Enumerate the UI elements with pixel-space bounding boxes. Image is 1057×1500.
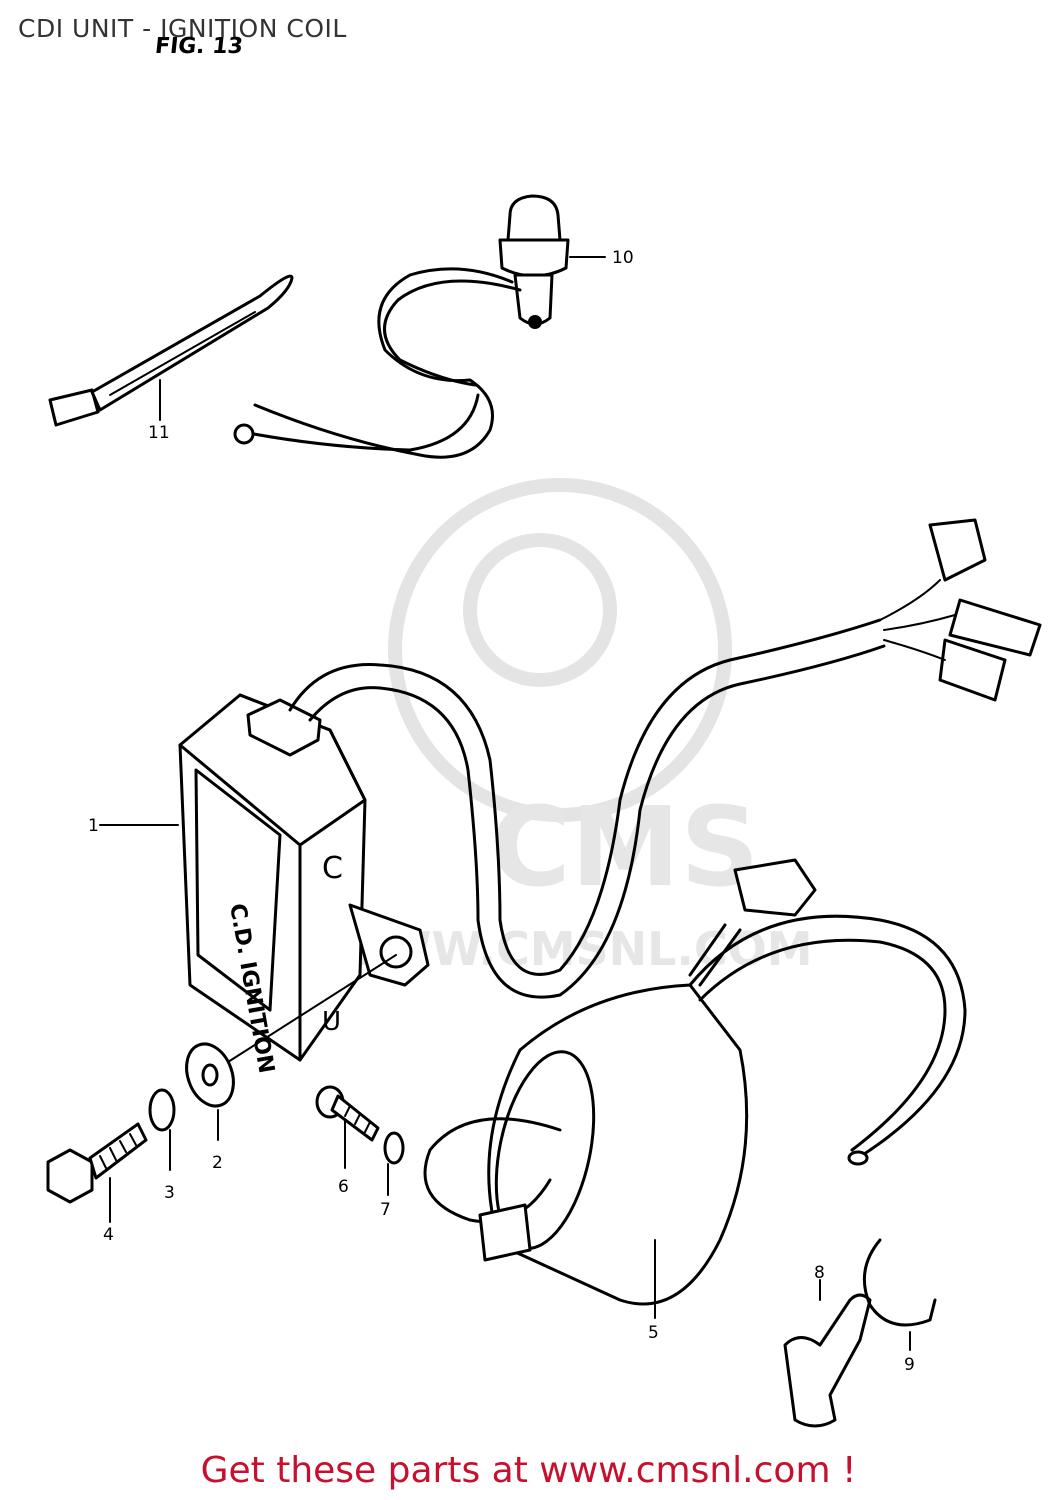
callout-5: 5 [648,1323,659,1343]
cdi-lower-letter: U [322,1007,341,1037]
part-7-small-washer[interactable] [383,1131,405,1196]
callout-numbers: 10 11 1 2 3 4 6 7 5 8 9 [88,248,915,1375]
callout-3: 3 [164,1183,175,1203]
diagram-title: CDI UNIT - IGNITION COIL [18,14,347,43]
leader-2-mount [227,954,397,1063]
part-3-lock-washer[interactable] [148,1088,176,1171]
cmsnl-watermark: CMS WWW.CMSNL.COM [330,478,813,976]
callout-2: 2 [212,1153,223,1173]
callout-8: 8 [814,1263,825,1283]
callout-10: 10 [612,248,634,268]
part-5-ignition-coil[interactable] [423,858,967,1319]
part-2-washer[interactable] [178,954,397,1141]
part-8-plug-cap[interactable] [783,1279,872,1428]
callout-6: 6 [338,1177,349,1197]
figure-label: FIG. 13 [153,34,245,59]
part-9-clip[interactable] [862,1238,937,1351]
callout-11: 11 [148,423,170,443]
part-4-bolt[interactable] [46,1122,148,1223]
callout-4: 4 [103,1225,114,1245]
callout-7: 7 [380,1200,391,1220]
part-10-switch[interactable] [233,194,606,459]
cdi-side-letter: C [322,851,343,886]
callout-9: 9 [904,1355,915,1375]
part-1-cdi-unit[interactable]: C.D. IGNITION C U [99,518,1042,1075]
callout-1: 1 [88,816,99,836]
part-11-cable-tie[interactable] [48,274,294,427]
cta-link[interactable]: Get these parts at www.cmsnl.com ! [200,1450,857,1491]
part-6-screw[interactable] [315,1085,380,1169]
